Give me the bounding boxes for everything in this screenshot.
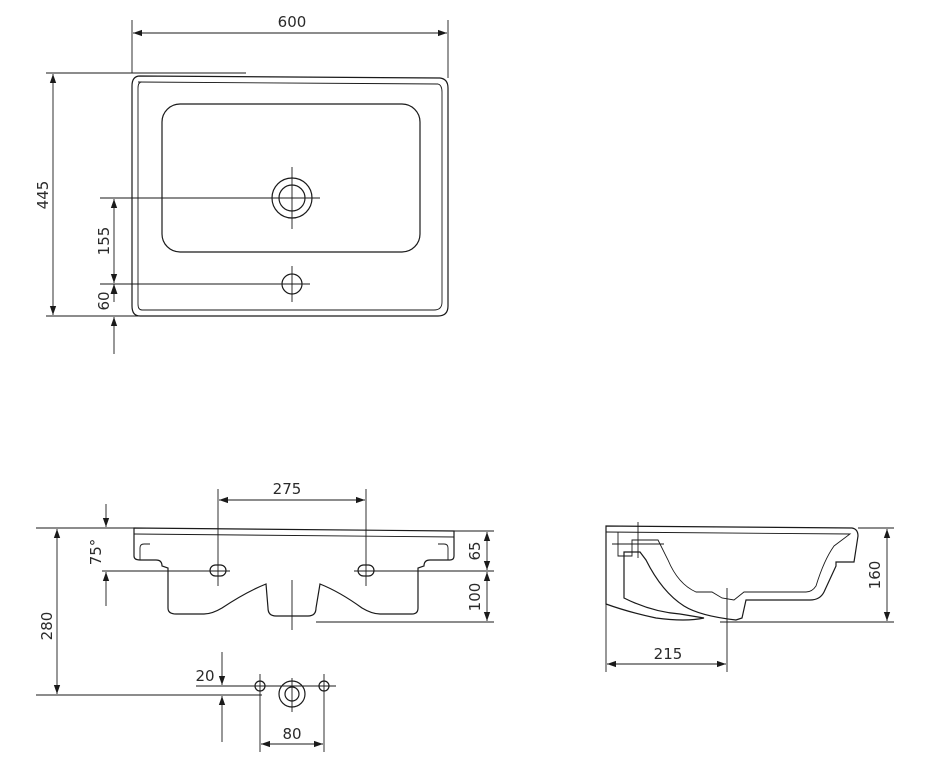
overflow-detail-left (139, 543, 150, 560)
dim-label-bowl-depth: 100 (466, 583, 484, 612)
rim-top-line (133, 533, 455, 538)
front-view: 275 75° 280 65 100 20 80 (36, 480, 494, 752)
dim-label-tap-spacing: 80 (282, 725, 301, 743)
dim-label-width: 600 (278, 13, 307, 31)
dim-label-rim-height: 65 (466, 541, 484, 560)
dim-label-tap-offset: 20 (195, 667, 214, 685)
dim-label-depth: 445 (34, 181, 52, 210)
side-basin-outline (605, 525, 859, 621)
dim-label-hole-spacing: 275 (273, 480, 302, 498)
dim-label-angle: 75° (87, 539, 105, 566)
top-view: 600 445 155 60 (34, 13, 449, 354)
basin-outline (131, 75, 449, 317)
dim-label-side-height: 160 (866, 561, 884, 590)
front-basin-outline (133, 527, 455, 617)
side-view: 160 215 (605, 522, 894, 672)
arrow-head (110, 284, 118, 294)
dim-label-hole-offset: 155 (95, 227, 113, 256)
dim-label-edge-offset: 60 (95, 291, 113, 310)
dim-label-total-height: 280 (38, 612, 56, 641)
overflow-detail-right (438, 543, 449, 560)
side-inner-profile (605, 531, 852, 601)
dim-label-drain-offset: 215 (654, 645, 683, 663)
basin-rim-inner (137, 81, 443, 311)
inner-bowl (161, 103, 421, 253)
